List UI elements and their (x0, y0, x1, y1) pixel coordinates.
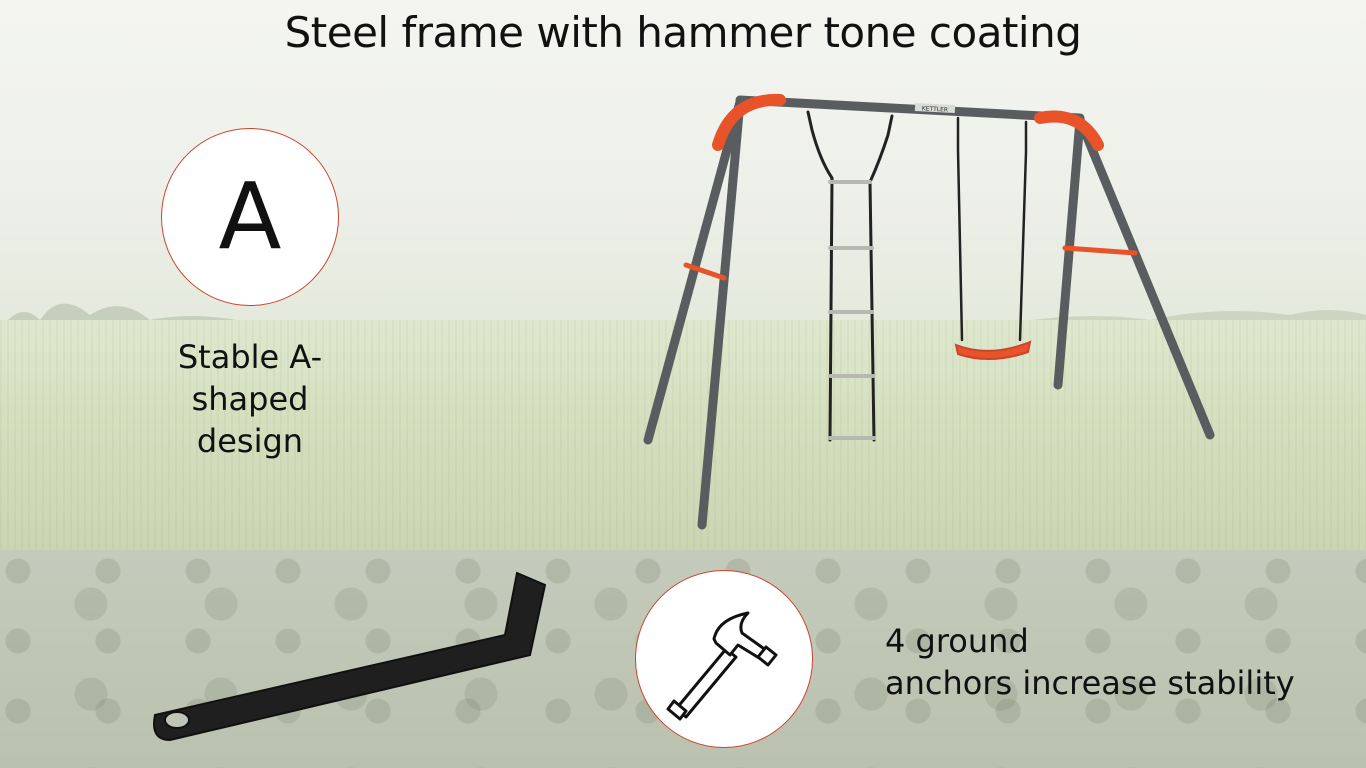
swing-set-image: KETTLER (643, 93, 1215, 530)
anchors-label: 4 ground anchors increase stability (885, 620, 1345, 704)
grass-field (0, 320, 1366, 552)
hammer-badge (635, 570, 813, 748)
anchors-label-line: 4 ground (885, 622, 1029, 660)
a-shape-badge: A (161, 128, 339, 306)
a-shape-label-line: Stable A- (177, 338, 323, 376)
a-shape-label-line: shaped (191, 380, 309, 418)
a-shape-label-line: design (196, 422, 304, 460)
anchors-label-line: anchors increase stability (885, 664, 1295, 702)
brand-label: KETTLER (922, 105, 949, 113)
a-shape-label: Stable A- shaped design (150, 336, 350, 462)
hammer-icon (666, 611, 778, 721)
a-letter: A (218, 163, 282, 270)
page-title: Steel frame with hammer tone coating (284, 8, 1082, 57)
ground-anchor-image (153, 571, 547, 742)
